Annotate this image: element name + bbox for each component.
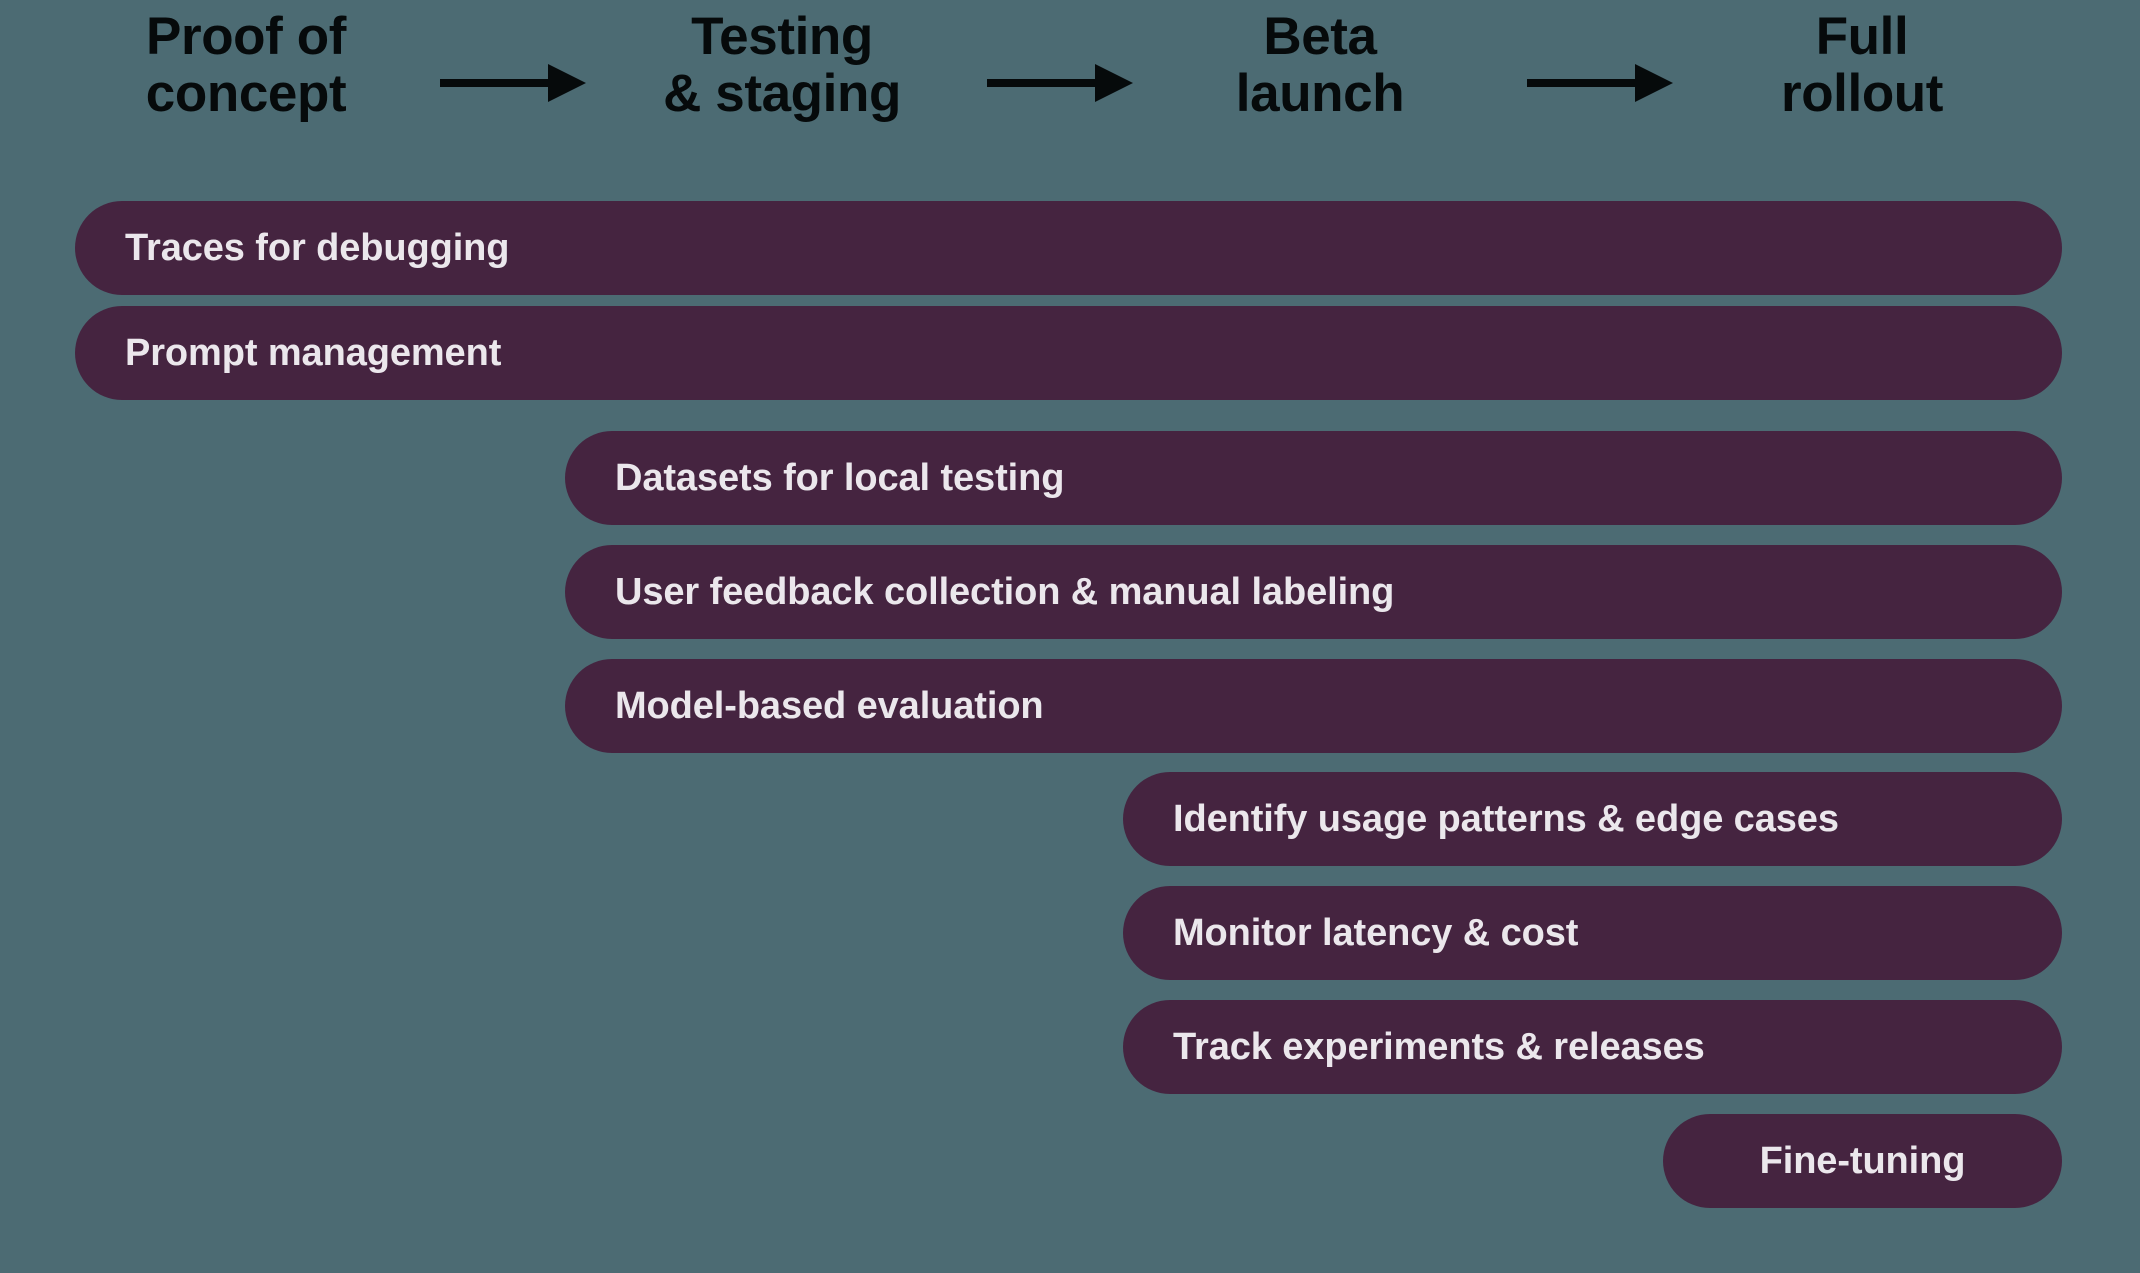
capability-bar-label: Datasets for local testing <box>615 457 1065 499</box>
capability-bar-label: Prompt management <box>125 332 502 374</box>
phase-label-testing-and-staging: Testing & staging <box>663 7 901 124</box>
capability-bar-model-based-evaluation[interactable]: Model-based evaluation <box>565 659 2062 753</box>
capability-bar-label: Fine-tuning <box>1759 1140 1966 1182</box>
capability-bar-fine-tuning[interactable]: Fine-tuning <box>1663 1114 2062 1208</box>
capability-bar-datasets-for-local-testing[interactable]: Datasets for local testing <box>565 431 2062 525</box>
capability-bar-track-experiments-and-releases[interactable]: Track experiments & releases <box>1123 1000 2062 1094</box>
capability-bar-label: Identify usage patterns & edge cases <box>1173 798 1839 840</box>
phase-label-beta-launch: Beta launch <box>1235 7 1405 124</box>
capability-bar-traces-for-debugging[interactable]: Traces for debugging <box>75 201 2062 295</box>
phase-label-proof-of-concept: Proof of concept <box>145 7 347 124</box>
capability-bar-label: Traces for debugging <box>125 227 510 269</box>
capability-bar-prompt-management[interactable]: Prompt management <box>75 306 2062 400</box>
phase-transition-arrow-icon <box>1527 60 1673 106</box>
capability-bar-label: Monitor latency & cost <box>1173 912 1579 954</box>
phase-transition-arrow-icon <box>440 60 586 106</box>
phase-label-full-rollout: Full rollout <box>1780 7 1944 124</box>
capability-bar-label: User feedback collection & manual labeli… <box>615 571 1395 613</box>
capability-bar-monitor-latency-and-cost[interactable]: Monitor latency & cost <box>1123 886 2062 980</box>
capability-bar-identify-usage-patterns-and-edge-cases[interactable]: Identify usage patterns & edge cases <box>1123 772 2062 866</box>
capability-bar-user-feedback-collection-and-manual-labeling[interactable]: User feedback collection & manual labeli… <box>565 545 2062 639</box>
capability-bar-label: Track experiments & releases <box>1173 1026 1705 1068</box>
phase-transition-arrow-icon <box>987 60 1133 106</box>
phase-timeline-header: Proof of concept Testing & staging Beta la… <box>0 0 2140 150</box>
capability-bar-label: Model-based evaluation <box>615 685 1044 727</box>
